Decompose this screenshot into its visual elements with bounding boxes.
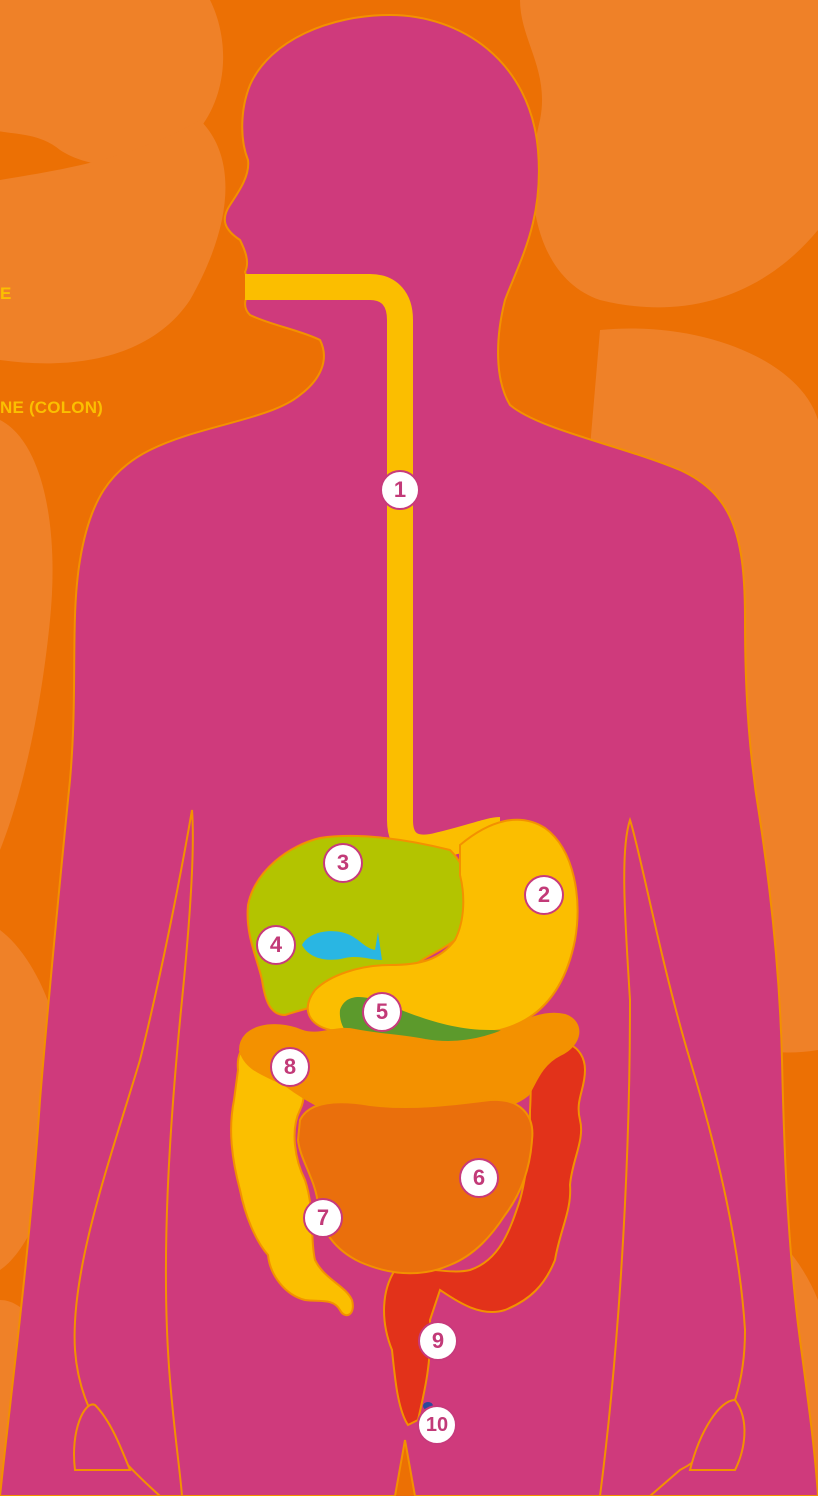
marker-3-liver: 3 [323, 843, 363, 883]
marker-7-appendix: 7 [303, 1198, 343, 1238]
marker-4-gallbladder: 4 [256, 925, 296, 965]
marker-10-anus: 10 [417, 1405, 457, 1445]
label-colon: NE (COLON) [0, 398, 103, 418]
marker-5-pancreas: 5 [362, 992, 402, 1032]
label-upper: E [0, 284, 12, 304]
marker-9-rectum: 9 [418, 1321, 458, 1361]
marker-1-esophagus: 1 [380, 470, 420, 510]
marker-6-small-intestine: 6 [459, 1158, 499, 1198]
marker-8-large-intestine: 8 [270, 1047, 310, 1087]
marker-2-stomach: 2 [524, 875, 564, 915]
